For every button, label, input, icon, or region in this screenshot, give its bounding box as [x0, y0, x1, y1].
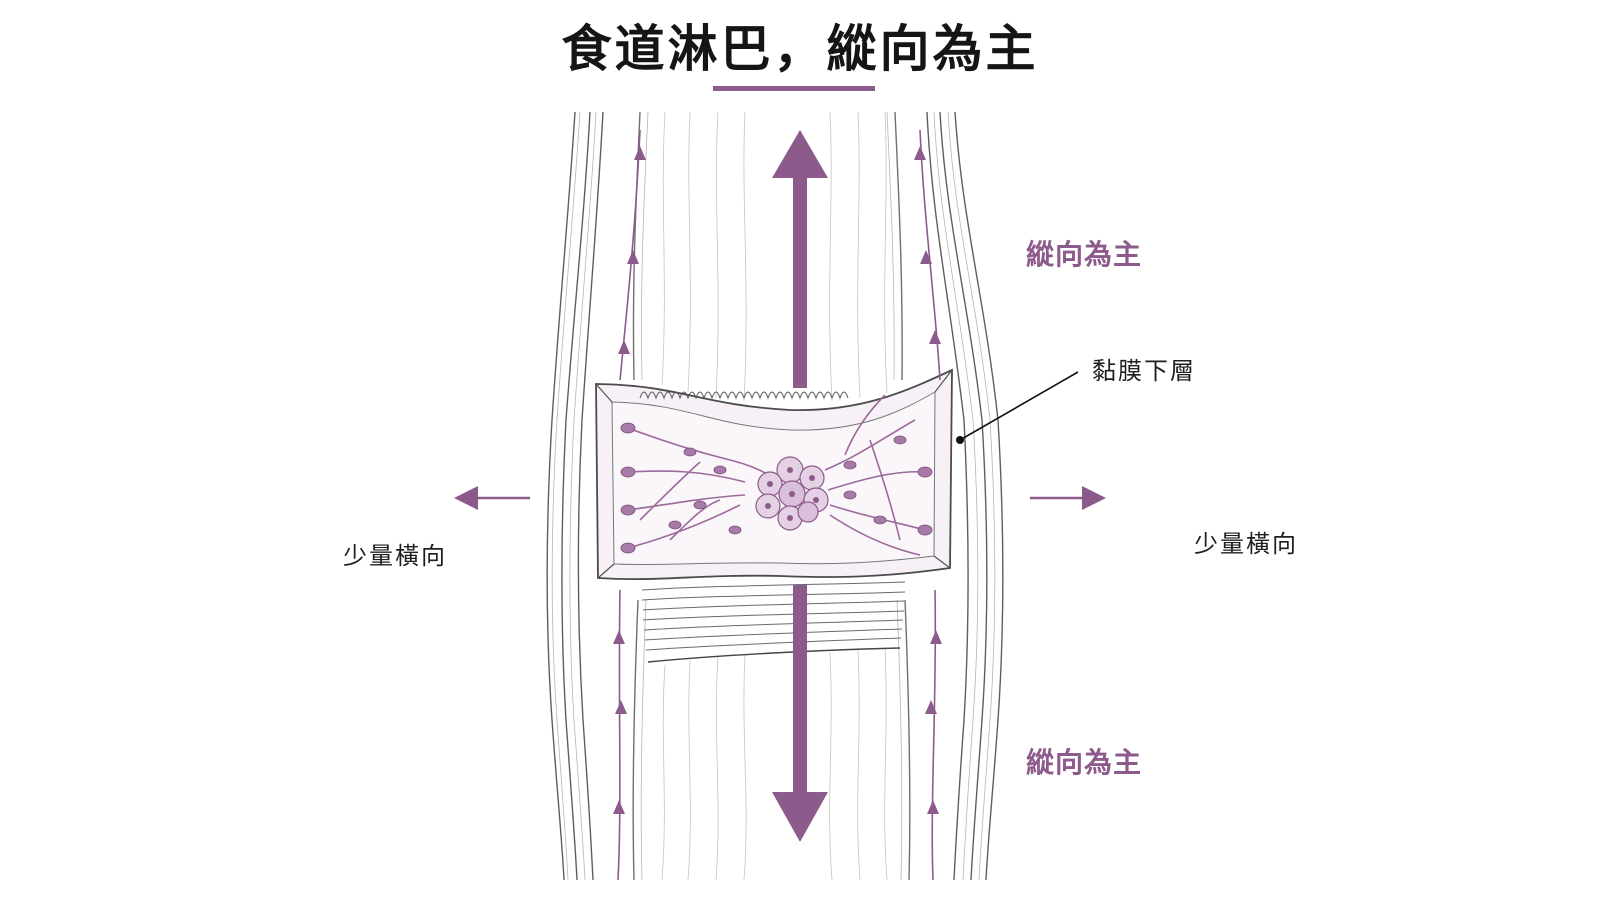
- esophagus-wall-right-fibers: [886, 111, 996, 881]
- lymph-node-cluster: [755, 456, 829, 531]
- arrow-up-main: [772, 130, 828, 388]
- wall-channel-arrowheads: [613, 146, 942, 814]
- label-submucosa: 黏膜下層: [1092, 357, 1196, 385]
- lymphatic-network: [627, 394, 926, 556]
- title-underline: [713, 86, 875, 91]
- esophagus-wall-left-fibers: [551, 111, 649, 881]
- label-lateral-right: 少量橫向: [1194, 530, 1298, 558]
- label-longitudinal-top: 縱向為主: [1026, 238, 1143, 271]
- esophagus-wall-right: [894, 111, 1004, 881]
- label-longitudinal-bottom: 縱向為主: [1026, 746, 1143, 779]
- submucosa-leader-dot: [956, 436, 964, 444]
- lumen-fibers: [661, 111, 888, 881]
- lymph-vessels-nodes: [620, 422, 933, 554]
- label-lateral-left: 少量橫向: [343, 542, 447, 570]
- page-title: 食道淋巴，縱向為主: [561, 20, 1039, 78]
- submucosa-leader-line: [959, 371, 1079, 441]
- arrow-down-main: [772, 585, 828, 842]
- muscle-band: [641, 581, 906, 663]
